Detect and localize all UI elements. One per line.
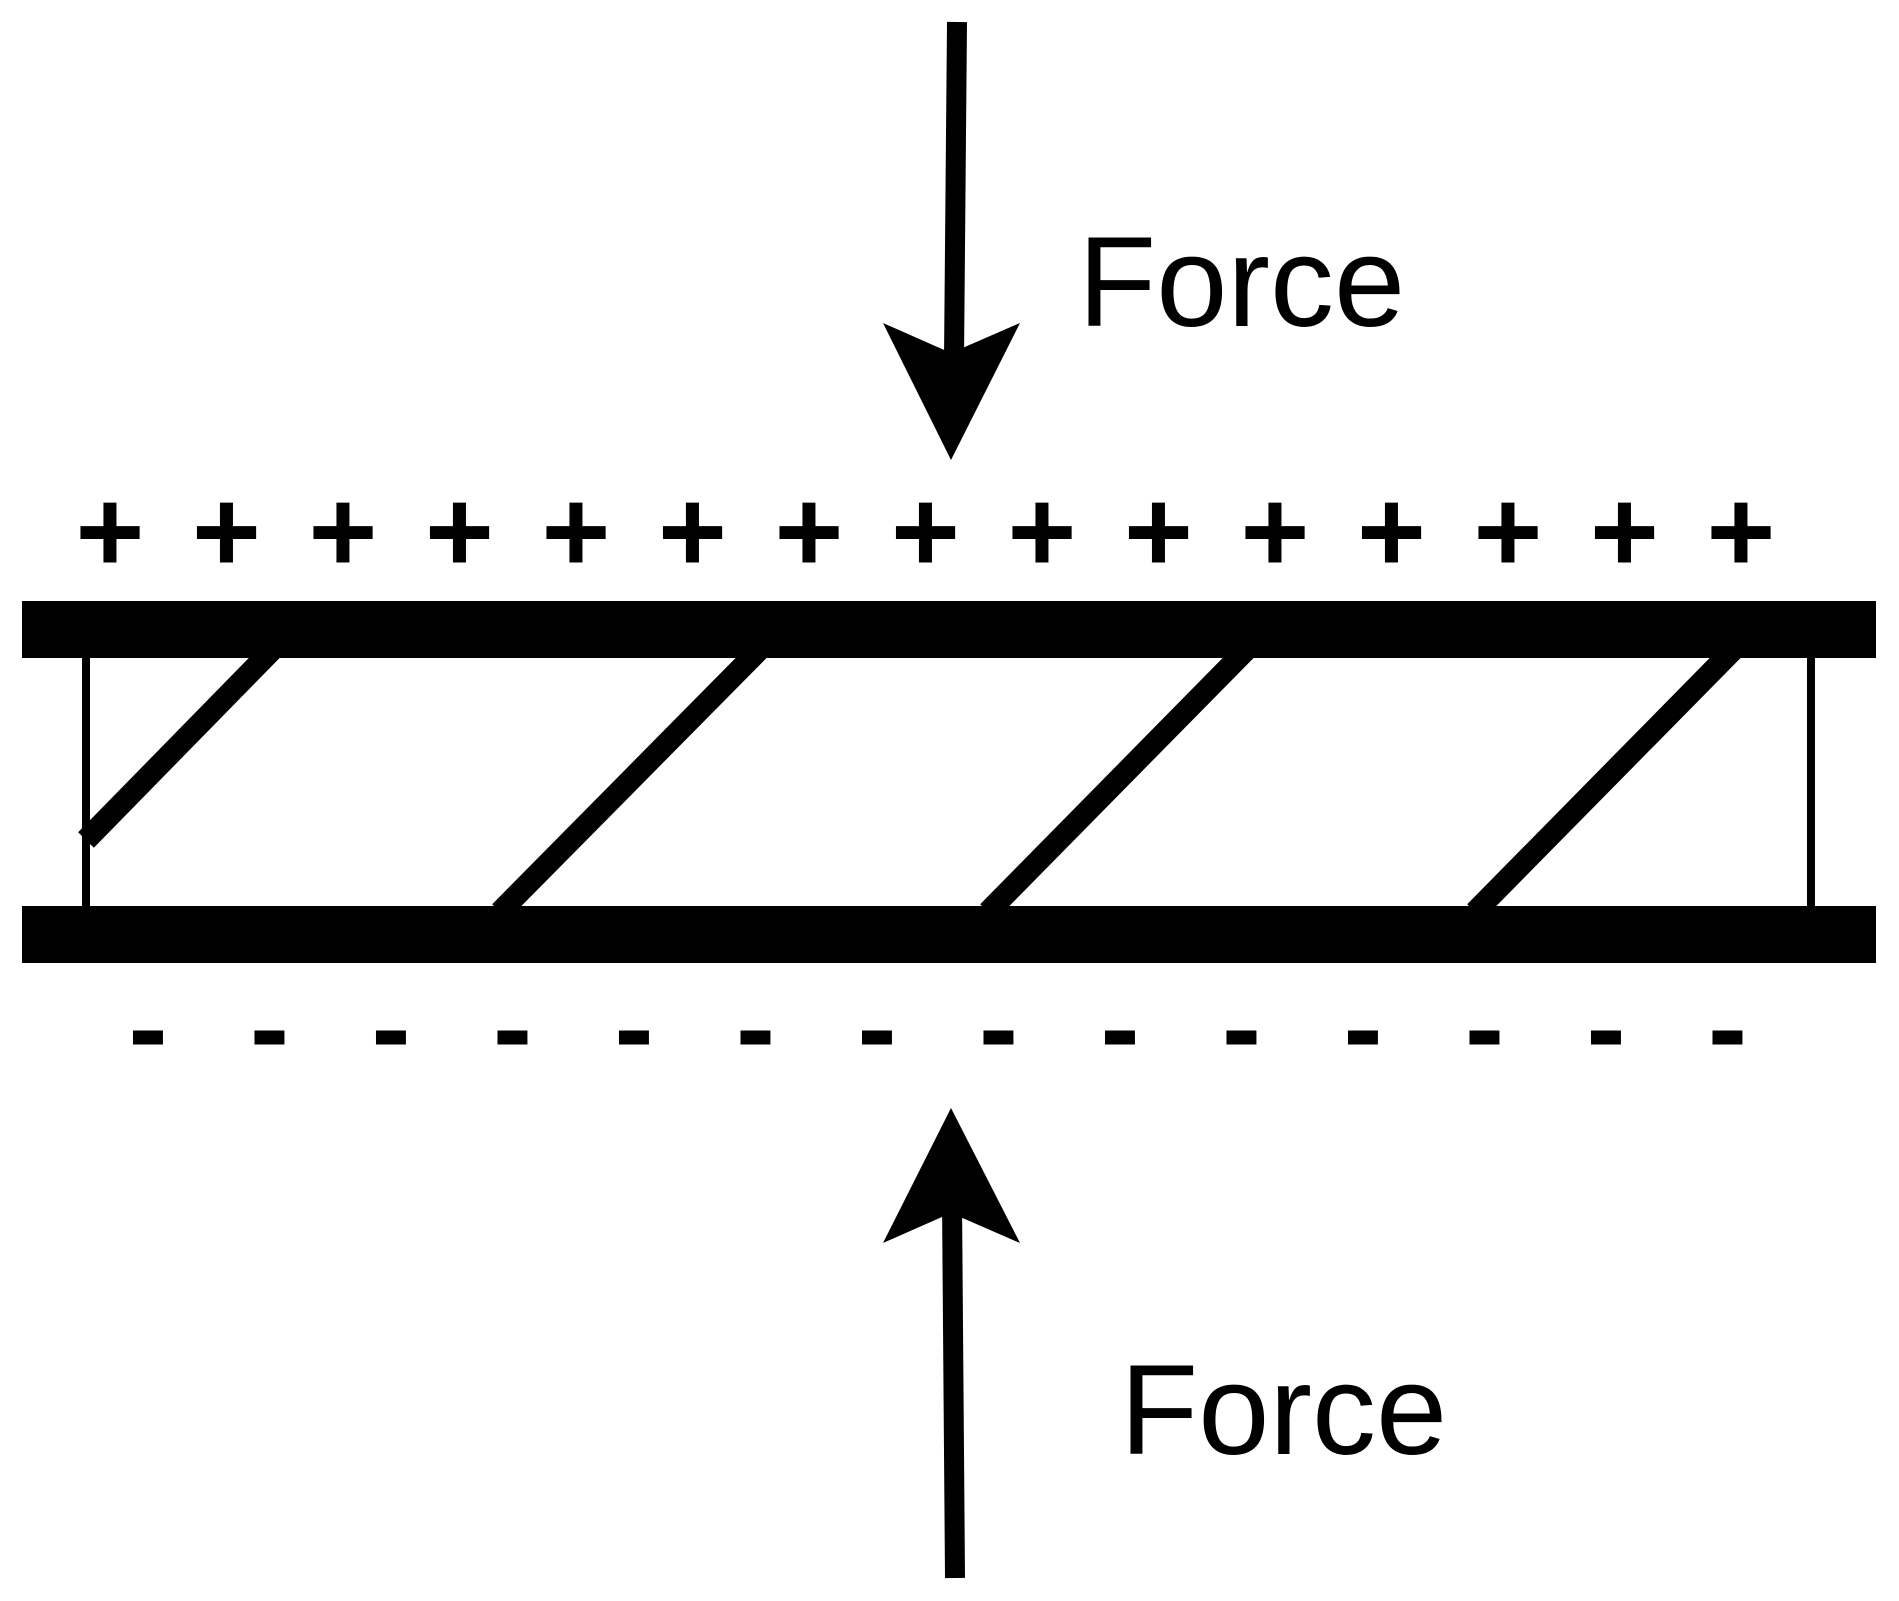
negative-charge: - xyxy=(736,962,775,1094)
positive-charge: + xyxy=(76,466,145,598)
hatch-line xyxy=(492,642,767,920)
hatch-line xyxy=(78,642,280,848)
top-force-label: Force xyxy=(1078,211,1405,354)
positive-charge: + xyxy=(775,466,844,598)
hatch-line xyxy=(980,642,1254,920)
positive-charge: + xyxy=(1474,466,1543,598)
positive-charge: + xyxy=(1241,466,1310,598)
positive-charge: + xyxy=(658,466,727,598)
negative-charge: - xyxy=(128,962,167,1094)
top-charges: + + + + + + + + + + + + + + + xyxy=(76,466,1776,598)
bottom-force-label: Force xyxy=(1120,1339,1447,1482)
positive-charge: + xyxy=(542,466,611,598)
bottom-electrode xyxy=(22,906,1876,963)
negative-charge: - xyxy=(1100,962,1139,1094)
positive-charge: + xyxy=(891,466,960,598)
negative-charge: - xyxy=(614,962,653,1094)
hatch-line xyxy=(1467,642,1741,920)
top-arrow-shaft xyxy=(944,21,967,361)
positive-charge: + xyxy=(1008,466,1077,598)
top-electrode xyxy=(22,601,1876,658)
negative-charge: - xyxy=(1708,962,1747,1094)
positive-charge: + xyxy=(1590,466,1659,598)
negative-charge: - xyxy=(1586,962,1625,1094)
negative-charge: - xyxy=(1222,962,1261,1094)
positive-charge: + xyxy=(1124,466,1193,598)
bottom-charges: -------------- xyxy=(128,962,1747,1094)
top-force-arrow xyxy=(883,21,1020,460)
negative-charge: - xyxy=(1343,962,1382,1094)
positive-charge: + xyxy=(309,466,378,598)
negative-charge: - xyxy=(493,962,532,1094)
bottom-force-arrow xyxy=(883,1108,1020,1579)
negative-charge: - xyxy=(979,962,1018,1094)
negative-charge: - xyxy=(250,962,289,1094)
negative-charge: - xyxy=(371,962,410,1094)
negative-charge: - xyxy=(857,962,896,1094)
positive-charge: + xyxy=(425,466,494,598)
top-arrow-head xyxy=(883,323,1020,460)
positive-charge: + xyxy=(192,466,261,598)
positive-charge: + xyxy=(1357,466,1426,598)
bottom-arrow-head xyxy=(883,1108,1020,1243)
bottom-arrow-shaft xyxy=(942,1199,965,1579)
negative-charge: - xyxy=(1465,962,1504,1094)
positive-charge: + xyxy=(1707,466,1776,598)
crystal-hatching xyxy=(78,642,1741,920)
